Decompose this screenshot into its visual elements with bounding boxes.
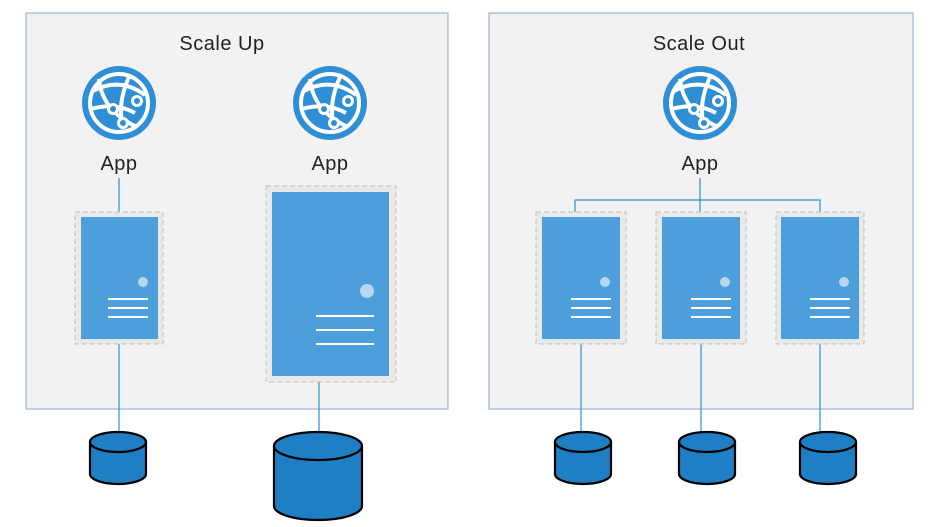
database-icon [88,430,148,486]
app-label: App [100,153,137,175]
globe-network-icon [80,64,158,142]
server-small [775,211,865,345]
globe-network-icon [291,64,369,142]
server-small [655,211,747,345]
server-large [265,185,397,383]
server-small [74,211,164,345]
database-icon [798,430,858,486]
scale-up-title: Scale Up [179,33,264,55]
scale-out-title: Scale Out [653,33,745,55]
database-icon-large [272,430,364,522]
server-small [535,211,627,345]
database-icon [553,430,613,486]
server-bus-connector [574,199,821,214]
app-label: App [311,153,348,175]
globe-network-icon [661,64,739,142]
database-icon [677,430,737,486]
app-label: App [681,153,718,175]
